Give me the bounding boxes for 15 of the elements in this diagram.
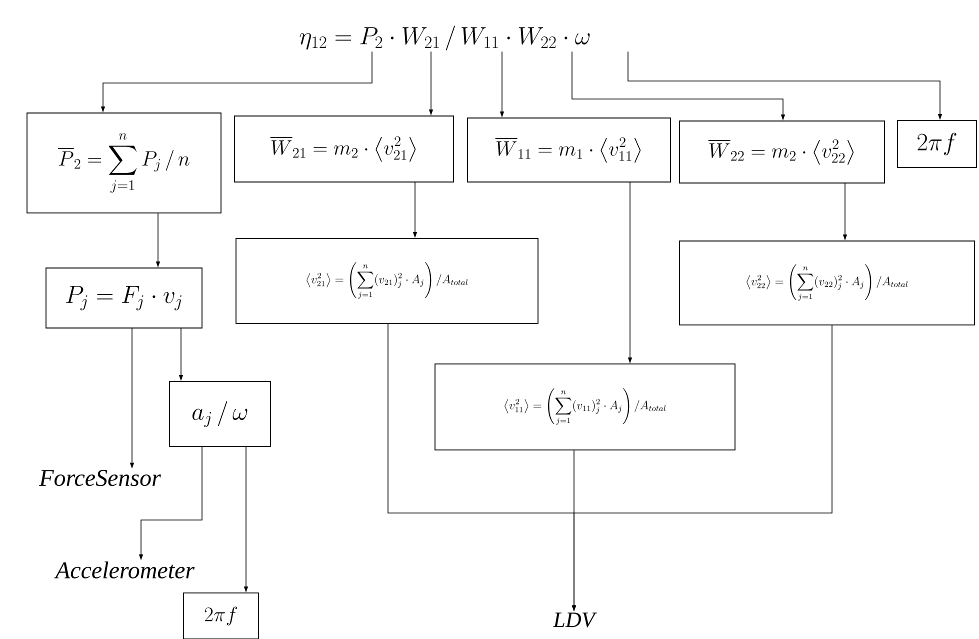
- formula-box: $\overline{P}_2 = \sum_{j=1}^{n} P_j \,/\, n$: [26, 112, 222, 214]
- sensor-label: Accelerometer: [54, 562, 195, 578]
- formula-box: $\overline{W}_{22} = m_2 \cdot \left\langle v_{22}^2 \right\rangle$: [679, 120, 885, 184]
- sensor-label: LDV: [552, 612, 597, 628]
- formula-box: $a_j \,/\, \omega$: [169, 381, 271, 447]
- formula-box: $2\pi f$: [183, 592, 259, 639]
- formula-box: $\overline{W}_{21} = m_2 \cdot \left\langle v_{21}^2 \right\rangle$: [234, 116, 454, 182]
- sensor-label: ForceSensor: [39, 470, 161, 486]
- formula-box: $2\pi f$: [897, 120, 977, 168]
- formula-box: $\overline{W}_{11} = m_1 \cdot \left\langle v_{11}^2 \right\rangle$: [467, 118, 671, 182]
- formula-box: $\left\langle v_{21}^2 \right\rangle = \left( \sum_{j=1}^{n} (v_{21})_j^2 \cdot A_j \right) / A_{total}$: [236, 238, 538, 324]
- formula-box: $\left\langle v_{22}^2 \right\rangle = \left( \sum_{j=1}^{n} (v_{22})_j^2 \cdot A_j \right) / A_{total}$: [679, 240, 975, 326]
- formula: $\eta_{12} = P_2 \cdot W_{21} \,/\, W_{11} \cdot W_{22} \cdot \omega$: [300, 26, 590, 50]
- formula-box: $\left\langle v_{11}^2 \right\rangle = \left( \sum_{j=1}^{n} (v_{11})_j^2 \cdot A_j \right) / A_{total}$: [434, 364, 736, 450]
- formula-box: $P_j = F_j \cdot v_j$: [46, 268, 202, 328]
